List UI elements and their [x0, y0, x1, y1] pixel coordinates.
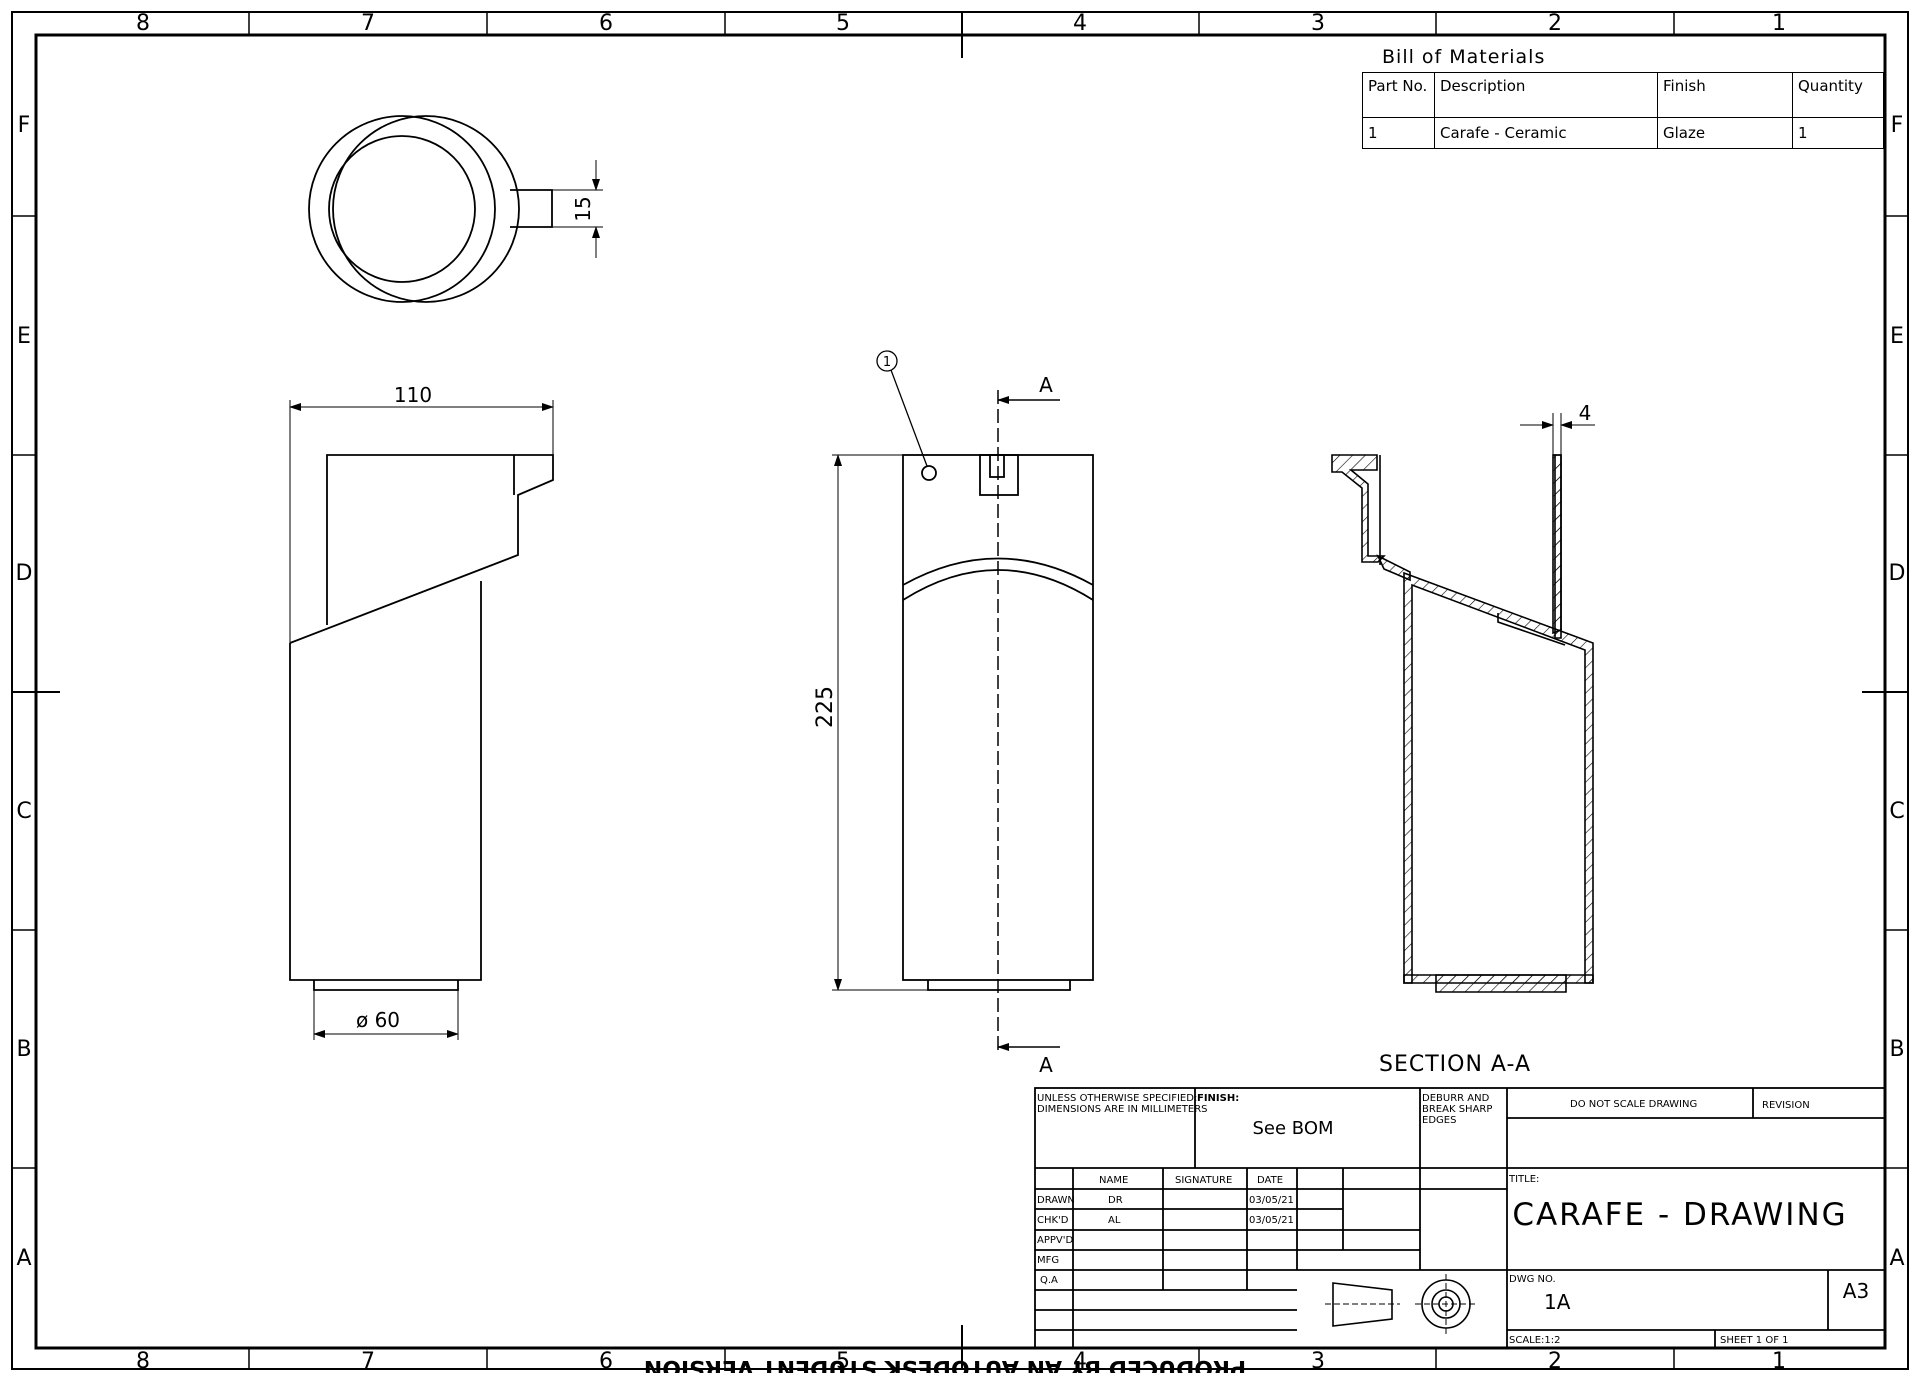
zone-row-left: E	[17, 324, 31, 349]
zone-col-top: 6	[599, 11, 613, 36]
outer-border	[11, 11, 1909, 1370]
section-a-a-view	[1331, 413, 1595, 993]
zone-col-top: 1	[1772, 11, 1786, 36]
student-watermark: PRODUCED BY AN AUTODESK STUDENT VERSION	[644, 1355, 1246, 1373]
zone-labels: 8 7 6 5 4 3 2 1 8 7 6 5 4 3 2 1 F E D C …	[16, 11, 1906, 1373]
bom-col-part-no: Part No.	[1362, 72, 1435, 118]
zone-col-bottom: 2	[1548, 1349, 1562, 1373]
top-view	[308, 115, 603, 303]
zone-col-bottom: 5	[836, 1349, 850, 1373]
date-checked: 03/05/21	[1249, 1215, 1294, 1226]
col-name: NAME	[1099, 1175, 1128, 1186]
bom-col-quantity: Quantity	[1792, 72, 1884, 118]
dim-base-diameter: ø 60	[356, 1008, 400, 1032]
section-mark-bottom: A	[1039, 1053, 1053, 1077]
zone-row-right: D	[1889, 561, 1906, 586]
dim-handle-width: 15	[571, 196, 595, 221]
sheet-label: SHEET 1 OF 1	[1720, 1335, 1789, 1346]
zone-col-bottom: 4	[1073, 1349, 1087, 1373]
title-block	[1034, 1087, 1886, 1349]
zone-row-left: D	[16, 561, 33, 586]
zone-row-left: C	[16, 799, 31, 824]
balloon-number: 1	[883, 355, 891, 370]
tolerance-note: DIMENSIONS ARE IN MILLIMETERS	[1037, 1104, 1207, 1115]
drawing-title: CARAFE - DRAWING	[1512, 1197, 1847, 1233]
zone-row-left: B	[16, 1037, 31, 1062]
zone-row-right: C	[1889, 799, 1904, 824]
zone-col-bottom: 3	[1311, 1349, 1325, 1373]
revision-label: REVISION	[1762, 1100, 1810, 1111]
inner-border	[34, 33, 1887, 1350]
dim-overall-width: 110	[394, 383, 432, 407]
zone-row-right: B	[1889, 1037, 1904, 1062]
deburr-note: EDGES	[1422, 1115, 1456, 1126]
bom-cell-finish: Glaze	[1657, 117, 1793, 149]
zone-row-right: E	[1890, 324, 1904, 349]
bom-cell-part-no: 1	[1362, 117, 1435, 149]
col-signature: SIGNATURE	[1175, 1175, 1232, 1186]
finish-label: FINISH:	[1197, 1093, 1239, 1104]
table-row: 1 Carafe - Ceramic Glaze 1	[1362, 117, 1884, 149]
dwg-no-label: DWG NO.	[1509, 1274, 1556, 1285]
zone-row-right: A	[1889, 1246, 1904, 1271]
name-checked: AL	[1108, 1215, 1121, 1226]
tolerance-note: UNLESS OTHERWISE SPECIFIED:	[1037, 1093, 1197, 1104]
bom-header-row: Part No. Description Finish Quantity	[1362, 72, 1884, 118]
col-date: DATE	[1257, 1175, 1283, 1186]
dim-overall-height: 225	[813, 686, 838, 728]
role-mfg: MFG	[1037, 1255, 1059, 1266]
front-elevation-view	[832, 350, 1094, 1055]
zone-row-left: F	[18, 113, 31, 138]
left-elevation-view	[289, 400, 554, 1040]
bom-cell-quantity: 1	[1792, 117, 1884, 149]
scale-label: SCALE:1:2	[1509, 1335, 1561, 1346]
zone-row-right: F	[1891, 113, 1904, 138]
zone-col-top: 4	[1073, 11, 1087, 36]
sheet-size: A3	[1843, 1279, 1869, 1303]
section-view-title: SECTION A-A	[1379, 1052, 1531, 1077]
zone-row-left: A	[16, 1246, 31, 1271]
zone-col-bottom: 1	[1772, 1349, 1786, 1373]
deburr-note: DEBURR AND	[1422, 1093, 1490, 1104]
zone-ticks	[12, 12, 1908, 1369]
title-label: TITLE:	[1508, 1174, 1539, 1185]
deburr-note: BREAK SHARP	[1422, 1104, 1492, 1115]
zone-col-top: 7	[361, 11, 375, 36]
zone-col-top: 5	[836, 11, 850, 36]
finish-value: See BOM	[1252, 1118, 1333, 1139]
projection-symbol-icon	[1325, 1274, 1477, 1334]
zone-col-top: 8	[136, 11, 150, 36]
role-checked: CHK'D	[1037, 1215, 1069, 1226]
zone-col-bottom: 7	[361, 1349, 375, 1373]
zone-col-top: 3	[1311, 11, 1325, 36]
bom-col-description: Description	[1434, 72, 1658, 118]
name-drawn: DR	[1108, 1195, 1123, 1206]
zone-col-bottom: 6	[599, 1349, 613, 1373]
role-drawn: DRAWN	[1037, 1195, 1075, 1206]
bom-cell-description: Carafe - Ceramic	[1434, 117, 1658, 149]
bill-of-materials: Bill of Materials Part No. Description F…	[1362, 42, 1884, 149]
dim-wall-thickness: 4	[1579, 401, 1592, 425]
zone-col-top: 2	[1548, 11, 1562, 36]
bom-title: Bill of Materials	[1382, 46, 1546, 68]
bom-table: Part No. Description Finish Quantity 1 C…	[1362, 72, 1884, 149]
zone-col-bottom: 8	[136, 1349, 150, 1373]
no-scale-note: DO NOT SCALE DRAWING	[1570, 1099, 1697, 1110]
role-qa: Q.A	[1040, 1275, 1058, 1286]
section-mark-top: A	[1039, 373, 1053, 397]
bom-col-finish: Finish	[1657, 72, 1793, 118]
date-drawn: 03/05/21	[1249, 1195, 1294, 1206]
role-approved: APPV'D	[1037, 1235, 1073, 1246]
drawing-number: 1A	[1544, 1290, 1571, 1314]
